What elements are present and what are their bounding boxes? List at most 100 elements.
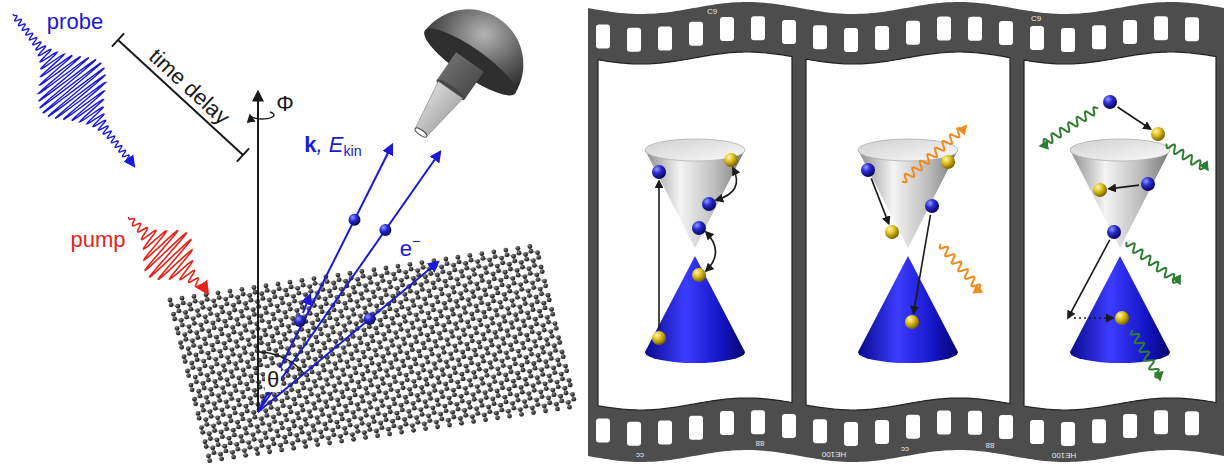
carbon-atom [542,279,547,284]
carbon-atom [409,369,414,374]
sprocket-hole [1061,422,1075,446]
carbon-atom [212,325,217,330]
carbon-atom [305,378,310,383]
carbon-atom [185,368,190,373]
carbon-atom [405,351,410,356]
conduction-cone [1070,150,1170,248]
carbon-atom [357,336,362,341]
carbon-atom [375,281,380,286]
carbon-atom [348,401,353,406]
carbon-atom [368,405,373,410]
carbon-atom [499,305,504,310]
carbon-atom [447,298,452,303]
carbon-atom [458,291,463,296]
carbon-atom [525,311,530,316]
carbon-atom [493,254,498,259]
carbon-atom [231,428,236,433]
sprocket-hole [596,25,610,49]
carbon-atom [500,358,505,363]
carbon-atom [344,409,349,414]
carbon-atom [532,263,537,268]
carbon-atom [492,401,497,406]
carbon-atom [295,411,300,416]
carbon-atom [363,283,368,288]
carbon-atom [205,297,210,302]
carbon-atom [307,409,312,414]
carbon-atom [281,381,286,386]
carbon-atom [262,328,267,333]
carbon-atom [381,381,386,386]
carbon-atom [197,367,202,372]
carbon-atom [408,392,413,397]
carbon-atom [203,439,208,444]
carbon-atom [266,445,271,450]
carbon-atom [308,414,313,419]
carbon-atom [536,353,541,358]
carbon-atom [383,390,388,395]
carbon-atom [389,365,394,370]
carbon-atom [339,336,344,341]
carbon-atom [198,394,203,399]
carbon-atom [517,353,522,358]
carbon-atom [459,372,464,377]
carbon-atom [211,347,216,352]
carbon-atom [249,352,254,357]
carbon-atom [234,442,239,447]
carbon-atom [427,391,432,396]
carbon-atom [241,292,246,297]
carbon-atom [506,284,511,289]
carbon-atom [264,283,269,288]
carbon-atom [293,401,298,406]
carbon-atom [470,338,475,343]
carbon-atom [359,416,364,421]
carbon-atom [398,349,403,354]
electron [348,214,360,226]
carbon-atom [403,395,408,400]
sprocket-hole [906,21,920,45]
carbon-atom [483,292,488,297]
carbon-atom [449,356,454,361]
film-marking: cc [636,451,644,460]
carbon-atom [241,394,246,399]
carbon-atom [419,309,424,314]
carbon-atom [315,339,320,344]
carbon-atom [206,378,211,383]
carbon-atom [172,317,177,322]
carbon-atom [289,284,294,289]
carbon-atom [475,259,480,264]
carbon-atom [271,414,276,419]
carbon-atom [239,336,244,341]
carbon-atom [205,422,210,427]
carbon-atom [444,283,449,288]
carbon-atom [486,280,491,285]
carbon-atom [197,416,202,421]
carbon-atom [228,316,233,321]
carbon-atom [352,366,357,371]
label-text: probe [47,9,103,34]
carbon-atom [495,264,500,269]
charge-carrier [925,199,939,213]
carbon-atom [243,426,248,431]
carbon-atom [315,415,320,420]
carbon-atom [187,302,192,307]
carbon-atom [534,397,539,402]
carbon-atom [518,407,523,412]
carbon-atom [312,406,317,411]
carbon-atom [193,402,198,407]
carbon-atom [434,295,439,300]
carbon-atom [339,412,344,417]
label-text: time delay [144,43,235,129]
carbon-atom [543,359,548,364]
carbon-atom [422,346,427,351]
carbon-atom [330,325,335,330]
carbon-atom [440,269,445,274]
carbon-atom [562,386,567,391]
carbon-atom [499,381,504,386]
carbon-atom [224,301,229,306]
carbon-atom [276,433,281,438]
carbon-atom [376,384,381,389]
carbon-atom [503,248,508,253]
carbon-atom [234,339,239,344]
carbon-atom [439,390,444,395]
carbon-atom [424,279,429,284]
